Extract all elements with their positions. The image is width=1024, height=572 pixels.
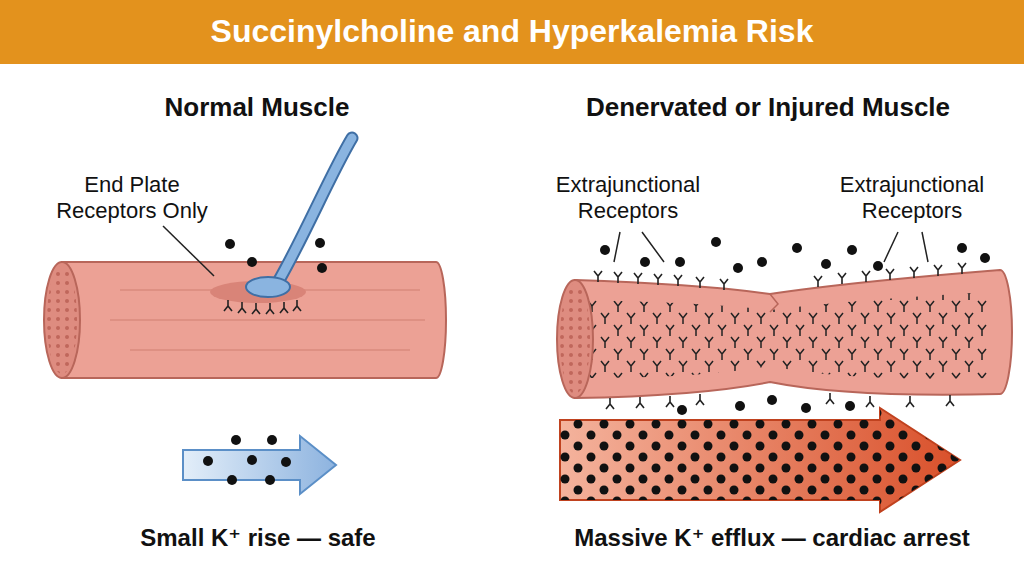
callout-label: Extrajunctional Receptors — [824, 172, 1000, 225]
massive-flux-arrow — [560, 408, 960, 512]
potassium-dots — [225, 238, 327, 273]
panel-heading: Normal Muscle — [165, 92, 350, 123]
callout-label: Extrajunctional Receptors — [540, 172, 716, 225]
panel-heading: Denervated or Injured Muscle — [586, 92, 950, 123]
leader-line — [614, 232, 664, 262]
endplate-receptors — [224, 300, 301, 314]
leader-line — [884, 232, 928, 262]
extrajunctional-receptors — [594, 263, 966, 409]
outcome-label: Massive K⁺ efflux — cardiac arrest — [574, 524, 970, 553]
callout-label: End Plate Receptors Only — [44, 172, 220, 225]
potassium-dots — [600, 237, 990, 415]
nerve-terminal — [246, 138, 352, 297]
normal-fiber — [44, 262, 446, 378]
outcome-label: Small K⁺ rise — safe — [140, 524, 375, 553]
title-text: Succinylcholine and Hyperkalemia Risk — [211, 12, 814, 50]
small-flux-arrow — [183, 435, 336, 494]
leader-line — [163, 226, 214, 276]
injured-fiber — [557, 270, 1012, 398]
